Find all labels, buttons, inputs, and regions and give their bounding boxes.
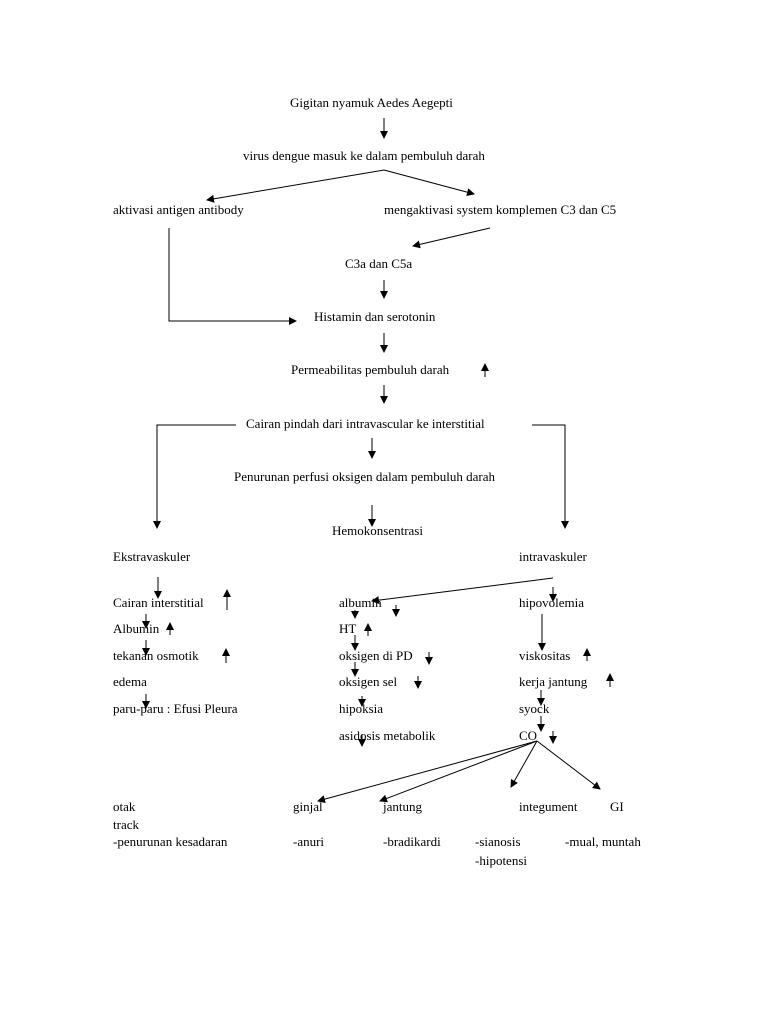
middle-item: albumin: [339, 595, 382, 610]
arrow-fan: [536, 740, 601, 790]
arrow-fan: [317, 740, 538, 804]
right-item: hipovolemia: [519, 595, 584, 610]
node-intravaskuler: intravaskuler: [519, 549, 587, 564]
node-permeabilitas: Permeabilitas pembuluh darah: [291, 362, 450, 377]
node-cairan-pindah: Cairan pindah dari intravascular ke inte…: [246, 416, 485, 431]
node-gigitan: Gigitan nyamuk Aedes Aegepti: [290, 95, 453, 110]
node-hemokonsentrasi: Hemokonsentrasi: [332, 523, 423, 538]
arrow-branch: [383, 169, 475, 197]
node-aktivasi: aktivasi antigen antibody: [113, 202, 244, 217]
effect-gi: -mual, muntah: [565, 834, 641, 849]
node-virus: virus dengue masuk ke dalam pembuluh dar…: [243, 148, 485, 163]
arrow-elbow: [532, 424, 569, 529]
left-item: Cairan interstitial: [113, 595, 204, 610]
node-c3a: C3a dan C5a: [345, 256, 413, 271]
organ-ginjal: ginjal: [293, 799, 323, 814]
right-item: viskositas: [519, 648, 571, 663]
right-item: CO: [519, 728, 538, 743]
effect-ginjal: -anuri: [293, 834, 325, 849]
organ-track: track: [113, 817, 139, 832]
middle-item: oksigen sel: [339, 674, 398, 689]
middle-item: hipoksia: [339, 701, 384, 716]
right-item: kerja jantung: [519, 674, 588, 689]
left-item: tekanan osmotik: [113, 648, 199, 663]
effect-integument-2: -hipotensi: [475, 853, 527, 868]
middle-item: oksigen di PD: [339, 648, 413, 663]
arrow-long: [371, 577, 554, 605]
organ-jantung: jantung: [383, 799, 422, 814]
arrow-branch: [206, 169, 385, 203]
arrow-elbow: [153, 424, 236, 529]
node-penurunan-perfusi: Penurunan perfusi oksigen dalam pembuluh…: [234, 469, 496, 484]
arrow-fan: [510, 740, 538, 788]
middle-item: HT: [339, 621, 357, 636]
effect-jantung: -bradikardi: [383, 834, 441, 849]
node-histamin: Histamin dan serotonin: [314, 309, 436, 324]
arrow: [412, 227, 491, 249]
arrow-fan: [379, 740, 538, 803]
node-ekstravaskuler: Ekstravaskuler: [113, 549, 191, 564]
organ-otak: otak: [113, 799, 136, 814]
left-item: edema: [113, 674, 147, 689]
node-komplemen: mengaktivasi system komplemen C3 dan C5: [384, 202, 617, 217]
effect-integument-1: -sianosis: [475, 834, 521, 849]
organ-gi: GI: [610, 799, 624, 814]
effect-otak: -penurunan kesadaran: [113, 834, 228, 849]
arrow-elbow: [168, 228, 297, 325]
organ-integument: integument: [519, 799, 578, 814]
